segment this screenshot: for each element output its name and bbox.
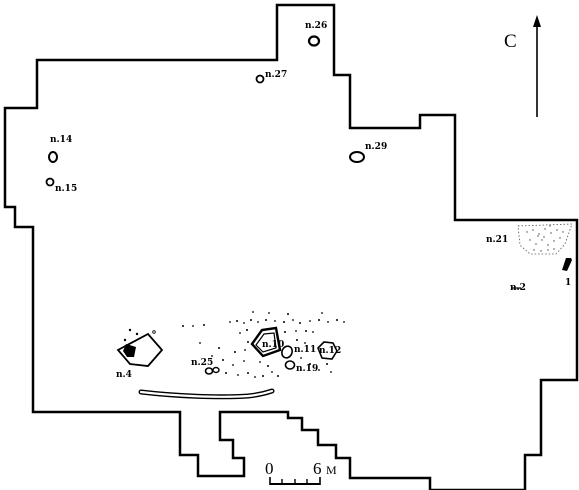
scale-unit: M: [326, 463, 337, 477]
feature-label: n.11: [294, 345, 316, 355]
feature-label: n.12: [319, 346, 341, 356]
feature-label: n.21: [486, 235, 508, 245]
scattered-finds: [182, 311, 345, 378]
feature-pit-26: n.26: [305, 21, 327, 47]
feature-pit-15: n.15: [45, 177, 77, 194]
feature-label: n.19: [296, 364, 318, 374]
excavation-boundary: [3, 3, 579, 490]
feature-label: n.27: [265, 70, 287, 80]
feature-pit-25: n.25: [191, 358, 220, 375]
north-arrow: C: [504, 15, 541, 117]
feature-label: n.25: [191, 358, 213, 368]
feature-pit-21: n.21: [486, 223, 573, 255]
scale-bar: 0 6 M: [265, 459, 337, 485]
north-arrow-letter: C: [504, 31, 517, 52]
feature-pit-2: n.2: [510, 283, 526, 293]
feature-pit-14: n.14: [48, 135, 72, 163]
feature-pit-10: n.10: [250, 326, 284, 358]
feature-label: 1: [565, 278, 571, 288]
feature-label: n.4: [116, 370, 132, 380]
feature-label: n.10: [262, 340, 284, 350]
feature-pit-27: n.27: [255, 70, 287, 84]
feature-pit-12: n.12: [317, 341, 341, 360]
feature-label: n.2: [510, 283, 526, 293]
feature-pit-29: n.29: [349, 142, 387, 163]
scale-end: 6: [313, 459, 322, 478]
feature-pit-4: n.4: [116, 328, 164, 380]
feature-label: n.29: [365, 142, 387, 152]
feature-label: n.26: [305, 21, 327, 31]
feature-label: n.15: [55, 184, 77, 194]
feature-pit-11: n.11: [281, 345, 316, 359]
scale-start: 0: [265, 459, 274, 478]
feature-pit-19: n.19: [284, 360, 318, 374]
ditch-trace: [138, 388, 275, 400]
feature-label: n.14: [50, 135, 72, 145]
feature-1: 1: [562, 258, 572, 288]
